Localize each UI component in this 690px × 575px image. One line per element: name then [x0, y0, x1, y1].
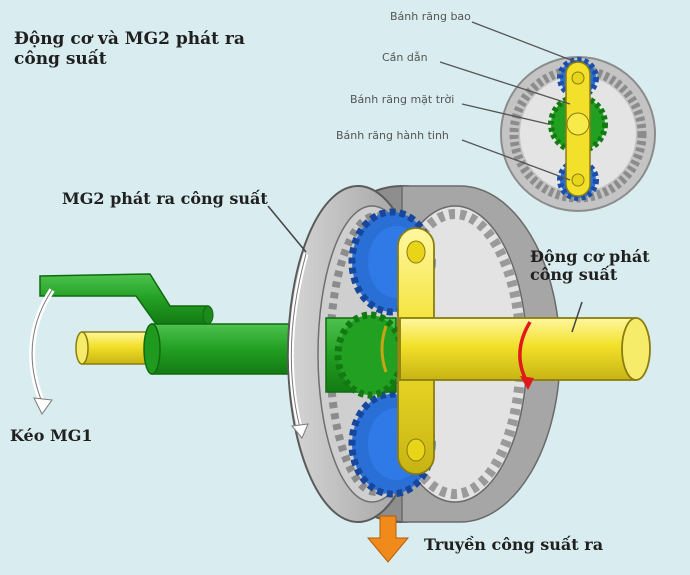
inset-label-carrier: Cần dẫn	[382, 51, 428, 64]
ring-rotation-arrow	[288, 253, 309, 439]
output-arrow	[366, 515, 410, 563]
mg2-leader-line	[267, 205, 307, 253]
engine-rotation-arrow	[518, 321, 534, 390]
engine-power-label: Động cơ phát công suất	[530, 247, 650, 285]
engine-shaft	[380, 317, 651, 381]
mg2-power-label: MG2 phát ra công suất	[62, 189, 268, 208]
engine-label-line-2: công suất	[530, 265, 618, 285]
title-line-1: Động cơ và MG2 phát ra	[14, 29, 245, 49]
engine-label-line-1: Động cơ phát	[530, 247, 650, 266]
inset-label-sun-gear: Bánh răng mặt trời	[350, 93, 455, 106]
sun-gear	[325, 311, 406, 399]
mg1-arm	[39, 273, 214, 325]
curved-arrow-icon	[29, 288, 55, 404]
mg1-drive-label: Kéo MG1	[10, 426, 93, 445]
inset-leader-lines	[439, 21, 577, 181]
output-power-label: Truyền công suất ra	[424, 535, 604, 554]
inset-gear-view	[500, 56, 656, 212]
red-curved-arrow-icon	[518, 321, 532, 381]
inset-label-ring-gear: Bánh răng bao	[390, 10, 471, 23]
inset-label-planet-gear: Bánh răng hành tinh	[336, 129, 449, 142]
diagram-title: Động cơ và MG2 phát ra công suất	[14, 29, 245, 69]
mg1-rotation-arrow	[29, 288, 55, 415]
title-line-2: công suất	[14, 48, 107, 69]
down-arrow-icon	[366, 515, 410, 563]
engine-leader-line	[571, 301, 583, 333]
